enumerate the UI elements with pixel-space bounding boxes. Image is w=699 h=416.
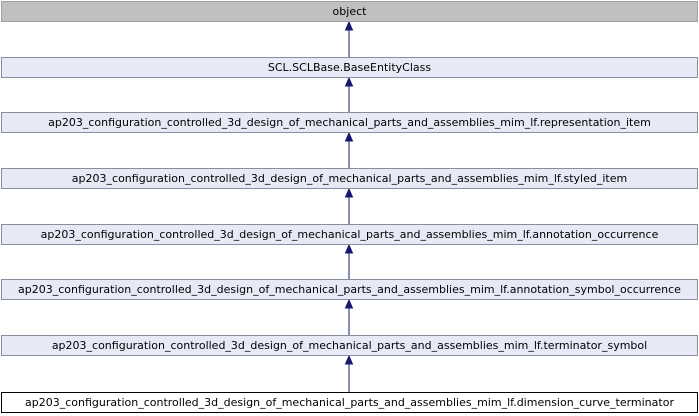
class-node-dimension-curve-terminator: ap203_configuration_controlled_3d_design… <box>1 392 698 413</box>
class-node-object[interactable]: object <box>1 1 698 22</box>
inheritance-arrowhead <box>344 131 354 142</box>
class-node-base-entity-class[interactable]: SCL.SCLBase.BaseEntityClass <box>1 57 698 78</box>
inheritance-arrowhead <box>344 298 354 309</box>
inheritance-arrowhead <box>344 20 354 31</box>
class-node-annotation-occurrence[interactable]: ap203_configuration_controlled_3d_design… <box>1 224 698 245</box>
inheritance-arrowhead <box>344 76 354 87</box>
class-node-terminator-symbol[interactable]: ap203_configuration_controlled_3d_design… <box>1 335 698 356</box>
class-node-representation-item[interactable]: ap203_configuration_controlled_3d_design… <box>1 112 698 133</box>
class-node-annotation-symbol-occurrence[interactable]: ap203_configuration_controlled_3d_design… <box>1 279 698 300</box>
inheritance-arrowhead <box>344 187 354 198</box>
class-node-styled-item[interactable]: ap203_configuration_controlled_3d_design… <box>1 168 698 189</box>
inheritance-arrowhead <box>344 354 354 365</box>
inheritance-arrowhead <box>344 243 354 254</box>
